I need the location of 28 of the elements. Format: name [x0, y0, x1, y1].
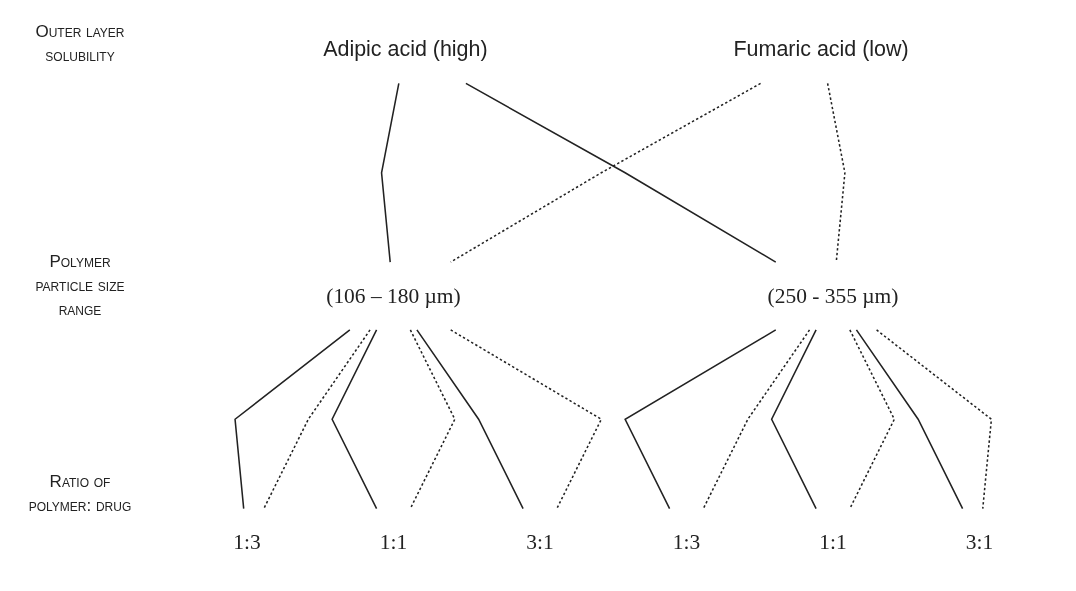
level-label: Outer layer solubility [34, 21, 126, 67]
connector [262, 328, 371, 509]
node-text: 3:1 [965, 529, 993, 554]
connector [415, 328, 524, 509]
node-text: Fumaric acid (low) [733, 36, 909, 61]
connector [380, 82, 400, 263]
node-text: (106 – 180 µm) [326, 282, 461, 307]
connector [875, 328, 992, 509]
connector [848, 328, 895, 509]
connector [855, 328, 964, 509]
node-text: 1:3 [672, 529, 700, 554]
tree-diagram: Adipic acid (high) Fumaric acid (low) (106 – 180 µm) (250 - 355 µm) 1:3 1:1 3:1 1:3 1:1 3:1 [187, 5, 1039, 586]
connector [702, 328, 811, 509]
node-text: 3:1 [526, 529, 554, 554]
node-text: Adipic acid (high) [322, 36, 488, 61]
node-text: 1:3 [233, 529, 261, 554]
connector [623, 328, 777, 509]
node-text: 1:1 [379, 529, 407, 554]
connector [826, 82, 846, 263]
level-label: Polymer particle size range [34, 251, 126, 321]
node-text: 1:1 [819, 529, 847, 554]
node-text: (250 - 355 µm) [767, 282, 899, 307]
connector [331, 328, 378, 509]
connector [409, 328, 456, 509]
connector [449, 328, 603, 509]
connector [234, 328, 351, 509]
connector [770, 328, 817, 509]
level-label: Ratio of polymer: drug [27, 471, 133, 517]
